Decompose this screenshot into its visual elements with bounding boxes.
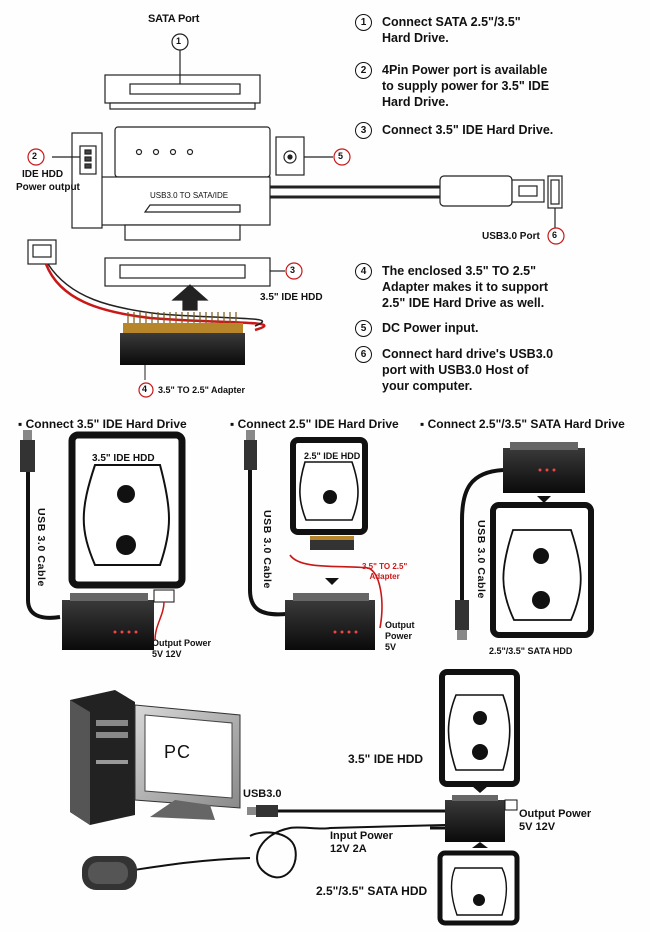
example3-hdd-label: 2.5"/3.5" SATA HDD — [489, 646, 573, 656]
pc-setup-drawing — [70, 669, 520, 926]
step-5-text: DC Power input. — [382, 321, 479, 335]
step-3-number: 3 — [355, 122, 372, 139]
step-2-text: 4Pin Power port is available to supply p… — [382, 63, 550, 109]
example2-title-text: Connect 2.5" IDE Hard Drive — [237, 417, 399, 431]
usb30-port-label: USB3.0 Port — [482, 231, 540, 242]
example3-cable-label: USB 3.0 Cable — [475, 520, 487, 599]
example3-drawing — [455, 442, 594, 640]
pc-label: PC — [164, 742, 192, 762]
example2-output-line2: Power — [385, 631, 413, 641]
example2-hdd-label: 2.5" IDE HDD — [304, 451, 361, 461]
example1-output-line1: Output Power — [152, 638, 211, 648]
callout-4: 4 — [142, 384, 148, 394]
input-power-line1: Input Power — [330, 830, 393, 842]
bottom-output-line2: 5V 12V — [519, 821, 556, 833]
example2-adapter-line2: Adapter — [369, 572, 400, 581]
bottom-output-line1: Output Power — [519, 808, 592, 820]
bottom-ide-hdd-label: 3.5" IDE HDD — [348, 752, 424, 766]
example1-cable-label: USB 3.0 Cable — [35, 508, 47, 587]
example1-hdd-label: 3.5" IDE HDD — [92, 453, 155, 464]
step-4-text: The enclosed 3.5" TO 2.5" Adapter makes … — [382, 264, 548, 310]
step-4-number: 4 — [355, 263, 372, 280]
example1-output-line2: 5V 12V — [152, 649, 182, 659]
ide-power-output-line1: IDE HDD — [22, 169, 64, 180]
adapter-power-cable — [44, 263, 266, 332]
top-adapter-drawing — [27, 33, 565, 311]
example2-adapter-line1: 3.5" TO 2.5" — [362, 562, 408, 571]
example2-title: ▪ Connect 2.5" IDE Hard Drive — [230, 417, 399, 431]
example3-title: ▪ Connect 2.5"/3.5" SATA Hard Drive — [420, 417, 625, 431]
callout-5: 5 — [338, 151, 344, 161]
step-6-number: 6 — [355, 346, 372, 363]
example1-output-label: Output Power 5V 12V — [152, 638, 211, 660]
sata-port-label: SATA Port — [148, 13, 200, 25]
ide-35-to-25-adapter — [120, 312, 245, 398]
example2-output-line1: Output — [385, 620, 415, 630]
adapter-print-label: USB3.0 TO SATA/IDE — [150, 191, 229, 200]
callout-6: 6 — [552, 230, 558, 240]
bottom-sata-hdd-label: 2.5"/3.5" SATA HDD — [316, 884, 428, 898]
input-power-label: Input Power 12V 2A — [330, 830, 393, 856]
step-5-number: 5 — [355, 320, 372, 337]
example1-drawing — [20, 430, 186, 650]
usb30-label: USB3.0 — [243, 788, 282, 800]
adapter-label: 3.5" TO 2.5" Adapter — [158, 385, 246, 395]
step-1-number: 1 — [355, 14, 372, 31]
input-power-line2: 12V 2A — [330, 843, 367, 855]
example1-title: ▪ Connect 3.5" IDE Hard Drive — [18, 417, 187, 431]
example2-cable-label: USB 3.0 Cable — [261, 510, 273, 589]
step-3-text: Connect 3.5" IDE Hard Drive. — [382, 123, 554, 137]
example1-title-text: Connect 3.5" IDE Hard Drive — [25, 417, 187, 431]
step-2-number: 2 — [355, 62, 372, 79]
example2-drawing — [244, 430, 383, 650]
example3-title-text: Connect 2.5"/3.5" SATA Hard Drive — [427, 417, 625, 431]
ide-power-output-label: IDE HDD Power output — [16, 168, 80, 194]
step-1-text: Connect SATA 2.5"/3.5" Hard Drive. — [382, 15, 521, 45]
bottom-output-label: Output Power 5V 12V — [519, 808, 591, 834]
example2-output-line3: 5V — [385, 642, 397, 652]
example2-adapter-label: 3.5" TO 2.5" Adapter — [362, 562, 407, 582]
example2-output-label: Output Power 5V — [385, 620, 415, 653]
callout-2: 2 — [32, 151, 38, 161]
callout-1: 1 — [176, 36, 182, 46]
ide-power-output-line2: Power output — [16, 182, 80, 193]
callout-3: 3 — [290, 265, 296, 275]
ide-hdd-label: 3.5" IDE HDD — [260, 292, 323, 303]
step-6-text: Connect hard drive's USB3.0 port with US… — [382, 347, 554, 393]
adapter-pins — [127, 312, 237, 323]
